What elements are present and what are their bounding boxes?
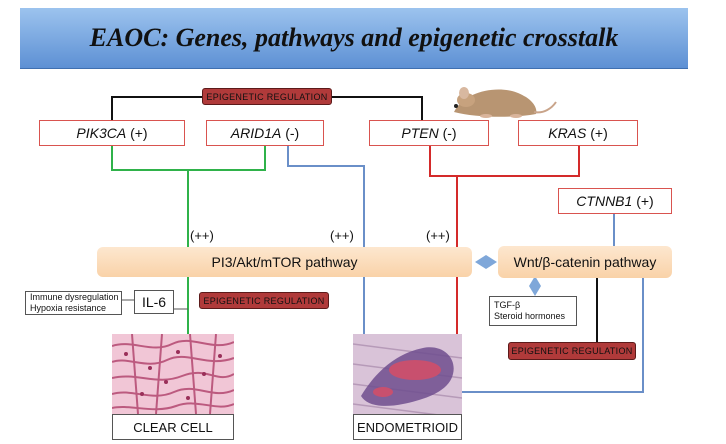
blue-return-line — [462, 276, 644, 393]
il6-box: IL-6 — [134, 290, 174, 314]
pathway-link-diamond — [475, 255, 497, 269]
green-connector — [111, 144, 266, 171]
gene-sign-pik3ca: (+) — [130, 125, 148, 141]
epigenetic-regulation-top: EPIGENETIC REGULATION — [202, 88, 332, 105]
wnt-beta-catenin-pathway: Wnt/β-catenin pathway — [498, 246, 672, 278]
gene-sign-ctnnb1: (+) — [636, 193, 654, 209]
clear-cell-texture — [112, 334, 234, 414]
plus-label-endometrioid-red: (++) — [426, 228, 450, 243]
plus-label-clear-cell: (++) — [190, 228, 214, 243]
pi3-akt-mtor-pathway: PI3/Akt/mTOR pathway — [97, 247, 472, 277]
red-connector — [429, 144, 580, 177]
clear-cell-label: CLEAR CELL — [112, 414, 234, 440]
gene-box-kras: KRAS (+) — [518, 120, 638, 146]
tgf-beta-text: TGF-β — [494, 300, 521, 310]
gene-box-arid1a: ARID1A (-) — [206, 120, 324, 146]
gene-sign-arid1a: (-) — [285, 125, 300, 141]
gene-sign-pten: (-) — [442, 125, 457, 141]
hypoxia-resistance-text: Hypoxia resistance — [30, 303, 107, 313]
gene-sign-kras: (+) — [590, 125, 608, 141]
gene-name-pik3ca: PIK3CA — [76, 125, 127, 141]
epigenetic-regulation-wnt: EPIGENETIC REGULATION — [508, 342, 636, 360]
epigenetic-regulation-clear-cell: EPIGENETIC REGULATION — [199, 292, 329, 309]
gene-name-ctnnb1: CTNNB1 — [576, 193, 633, 209]
endometrioid-label: ENDOMETRIOID — [353, 414, 462, 440]
tgf-diamond — [529, 276, 541, 296]
mouse-illustration — [454, 87, 557, 118]
plus-label-endometrioid-blue: (++) — [330, 228, 354, 243]
gene-name-arid1a: ARID1A — [230, 125, 282, 141]
immune-dysregulation-text: Immune dysregulation — [30, 292, 119, 302]
diagram-title: EAOC: Genes, pathways and epigenetic cro… — [89, 23, 619, 52]
gene-name-kras: KRAS — [548, 125, 587, 141]
title-banner: EAOC: Genes, pathways and epigenetic cro… — [20, 8, 688, 69]
gene-box-pik3ca: PIK3CA (+) — [39, 120, 185, 146]
clear-cell-histology-image — [112, 334, 234, 414]
endometrioid-texture — [353, 343, 462, 414]
gene-box-ctnnb1: CTNNB1 (+) — [558, 188, 672, 214]
gene-name-pten: PTEN — [401, 125, 439, 141]
endometrioid-histology-image — [353, 334, 462, 414]
gene-box-pten: PTEN (-) — [369, 120, 489, 146]
steroid-hormones-text: Steroid hormones — [494, 311, 566, 321]
